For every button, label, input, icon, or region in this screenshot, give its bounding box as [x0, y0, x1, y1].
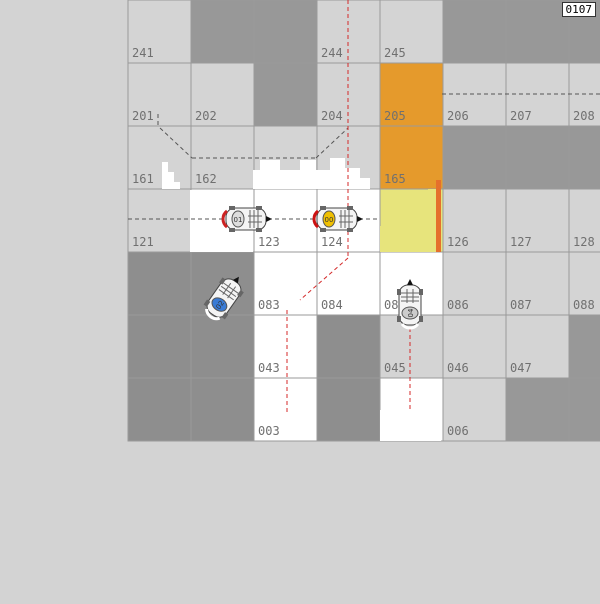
- overlay-layer: [128, 0, 600, 441]
- cell-label: 087: [510, 298, 532, 312]
- coverage-edge: [436, 180, 441, 252]
- grid-cell: [190, 0, 255, 64]
- robot-id-label: 01: [234, 216, 243, 224]
- grid-cell: [505, 0, 570, 64]
- cell-label: 127: [510, 235, 532, 249]
- grid-cell: [505, 377, 570, 442]
- cell-label: 245: [384, 46, 406, 60]
- grid-cell: [253, 0, 318, 64]
- grid-cell: [442, 314, 507, 379]
- grid-cell: [316, 377, 381, 442]
- cell-label: 204: [321, 109, 343, 123]
- grid-cell: [505, 125, 570, 190]
- grid-cell: [442, 377, 507, 442]
- robot-02[interactable]: 02: [200, 269, 249, 324]
- cell-label: 205: [384, 109, 406, 123]
- robot-00[interactable]: 00: [312, 206, 363, 232]
- grid-cell: [379, 62, 444, 127]
- cell-label: 207: [510, 109, 532, 123]
- cell-label: 123: [258, 235, 280, 249]
- cell-label: 083: [258, 298, 280, 312]
- grid-cell: [253, 377, 318, 442]
- grid-cell: [568, 125, 600, 190]
- coverage-gradient: [380, 180, 436, 252]
- grid-cell: [253, 62, 318, 127]
- free-space-region: [162, 162, 180, 189]
- grid-cell: [253, 251, 318, 316]
- cell-label: 201: [132, 109, 154, 123]
- free-space-region: [253, 160, 316, 189]
- grid-cell: [442, 251, 507, 316]
- cell-label: 124: [321, 235, 343, 249]
- grid-cell: [505, 62, 570, 127]
- grid-cell: [379, 125, 444, 190]
- cell-label: 045: [384, 361, 406, 375]
- grid-cell: [127, 377, 192, 442]
- robot-id-label: 02: [214, 299, 226, 311]
- grid-cell: [127, 188, 192, 253]
- grid-cell: [190, 377, 255, 442]
- grid-cell: [442, 0, 507, 64]
- robots-layer: 00 01 02 04: [200, 206, 423, 330]
- free-space-region: [380, 380, 441, 441]
- grid-cell: [568, 188, 600, 253]
- cell-label: 006: [447, 424, 469, 438]
- grid-cell: [127, 314, 192, 379]
- cell-label: 208: [573, 109, 595, 123]
- cell-label: 086: [447, 298, 469, 312]
- robot-04[interactable]: 04: [397, 279, 423, 330]
- frame-counter: 0107: [561, 2, 596, 17]
- free-space-region: [190, 190, 253, 252]
- cell-label: 046: [447, 361, 469, 375]
- grid-cell: [316, 251, 381, 316]
- grid-cell: [568, 314, 600, 379]
- robot-01[interactable]: 01: [221, 206, 272, 232]
- robot-id-label: 00: [325, 216, 334, 224]
- cell-label: 161: [132, 172, 154, 186]
- cell-label: 241: [132, 46, 154, 60]
- cell-label: 206: [447, 109, 469, 123]
- grid-cell: [127, 251, 192, 316]
- grid-cell: [127, 62, 192, 127]
- grid-cell: [505, 251, 570, 316]
- grid-cell: [442, 188, 507, 253]
- grid-cell: [190, 314, 255, 379]
- cell-label: 128: [573, 235, 595, 249]
- cell-label: 047: [510, 361, 532, 375]
- path-guide-line: [315, 127, 349, 159]
- grid-cell: [316, 314, 381, 379]
- cell-label: 043: [258, 361, 280, 375]
- cell-label: 003: [258, 424, 280, 438]
- cell-label: 088: [573, 298, 595, 312]
- cell-label: 244: [321, 46, 343, 60]
- cell-label: 126: [447, 235, 469, 249]
- planned-path-robot-00: [299, 257, 349, 301]
- grid-cell: [505, 314, 570, 379]
- cell-label: 202: [195, 109, 217, 123]
- cell-label: 165: [384, 172, 406, 186]
- cell-label: 162: [195, 172, 217, 186]
- robot-id-label: 04: [407, 308, 415, 317]
- cell-label: 121: [132, 235, 154, 249]
- grid-cell: [127, 125, 192, 190]
- grid-cell: [127, 0, 192, 64]
- grid-cell: [442, 125, 507, 190]
- free-space-region: [316, 158, 370, 189]
- grid-cell: [568, 251, 600, 316]
- path-guide-line: [159, 127, 193, 159]
- cell-label: 084: [321, 298, 343, 312]
- grid-cell: [568, 377, 600, 442]
